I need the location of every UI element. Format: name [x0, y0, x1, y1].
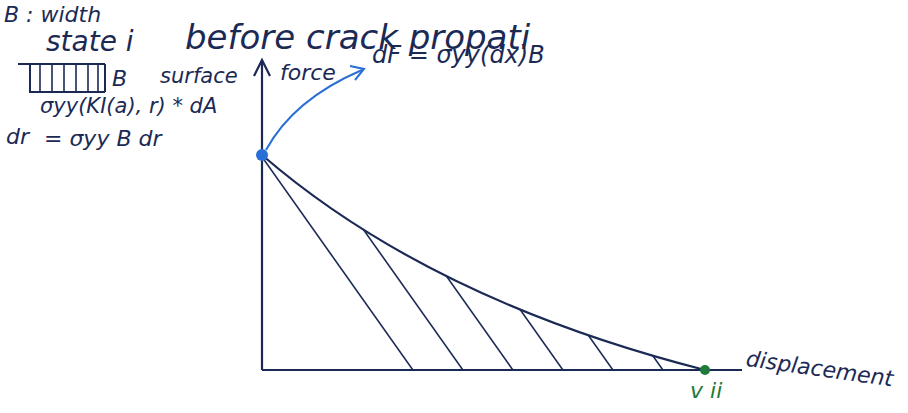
- start-point: [256, 149, 268, 161]
- dr-label: dr: [6, 124, 29, 149]
- width-note: B : width: [4, 2, 101, 27]
- surface-note: surface: [160, 64, 238, 88]
- state-ii-point: v ii: [690, 378, 722, 403]
- state-label: state i: [46, 26, 134, 58]
- width-symbol: B: [112, 66, 127, 91]
- axis-label: displacement: [744, 346, 894, 392]
- pointer-head: [350, 66, 364, 80]
- work-hatching: [250, 140, 720, 380]
- stress-sketch: [18, 64, 105, 92]
- axis-label: force: [280, 60, 336, 85]
- force-formula: dF = σyy(dx)B: [372, 42, 545, 70]
- force-curve: [262, 155, 705, 370]
- area-formula: = σyy B dr: [44, 126, 162, 151]
- axes: [254, 60, 742, 370]
- stress-formula: σyy(KI(a), r) * dA: [40, 94, 217, 118]
- end-point: [700, 365, 710, 375]
